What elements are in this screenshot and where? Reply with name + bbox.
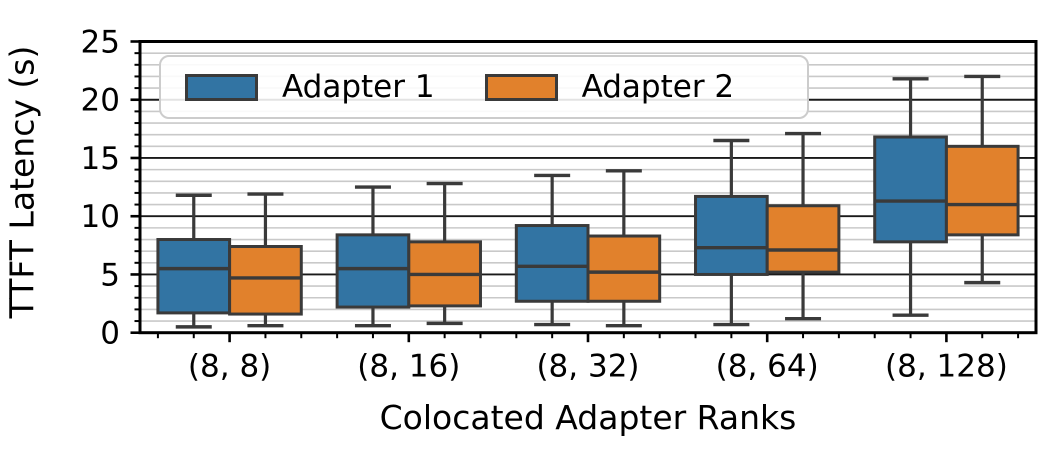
box-rect (586, 234, 662, 303)
x-tick-label: (8, 32) (536, 349, 639, 385)
box-rect (694, 194, 769, 276)
box-rect (873, 135, 948, 244)
legend-label-adapter-2: Adapter 2 (581, 68, 735, 105)
box-rect (335, 233, 411, 309)
legend-item-adapter-1: Adapter 1 (185, 68, 435, 105)
y-tick-label: 15 (81, 141, 120, 177)
legend-label-adapter-1: Adapter 1 (282, 68, 435, 105)
box-adapter-1-8,8 (156, 193, 232, 329)
y-tick-label: 5 (100, 257, 120, 293)
x-tick-label: (8, 8) (188, 349, 271, 385)
legend-swatch-adapter-1 (185, 73, 258, 101)
box-rect (765, 204, 841, 274)
box-rect (228, 245, 303, 316)
x-tick-label: (8, 16) (357, 349, 460, 385)
y-tick-label: 25 (81, 25, 120, 61)
box-adapter-2-8,128 (944, 74, 1020, 285)
box-adapter-2-8,8 (228, 192, 303, 328)
box-rect (944, 144, 1020, 237)
x-tick-label: (8, 64) (716, 349, 819, 385)
legend-swatch-adapter-2 (484, 73, 558, 101)
y-tick-label: 10 (81, 199, 120, 235)
y-tick-label: 20 (81, 83, 120, 119)
box-adapter-1-8,128 (873, 77, 948, 317)
legend: Adapter 1 Adapter 2 (159, 55, 809, 119)
box-rect (514, 224, 590, 303)
box-adapter-2-8,16 (407, 181, 482, 326)
y-tick-label: 0 (100, 316, 120, 352)
box-rect (156, 238, 232, 315)
box-adapter-1-8,32 (514, 173, 590, 327)
box-adapter-2-8,32 (586, 169, 662, 328)
x-tick-label: (8, 128) (885, 349, 1008, 385)
x-axis-label: Colocated Adapter Ranks (379, 398, 797, 437)
box-adapter-2-8,64 (765, 131, 841, 321)
box-adapter-1-8,64 (694, 138, 769, 327)
legend-item-adapter-2: Adapter 2 (484, 68, 735, 105)
y-axis-label: TTFT Latency (s) (2, 45, 42, 319)
box-adapter-1-8,16 (335, 185, 411, 328)
